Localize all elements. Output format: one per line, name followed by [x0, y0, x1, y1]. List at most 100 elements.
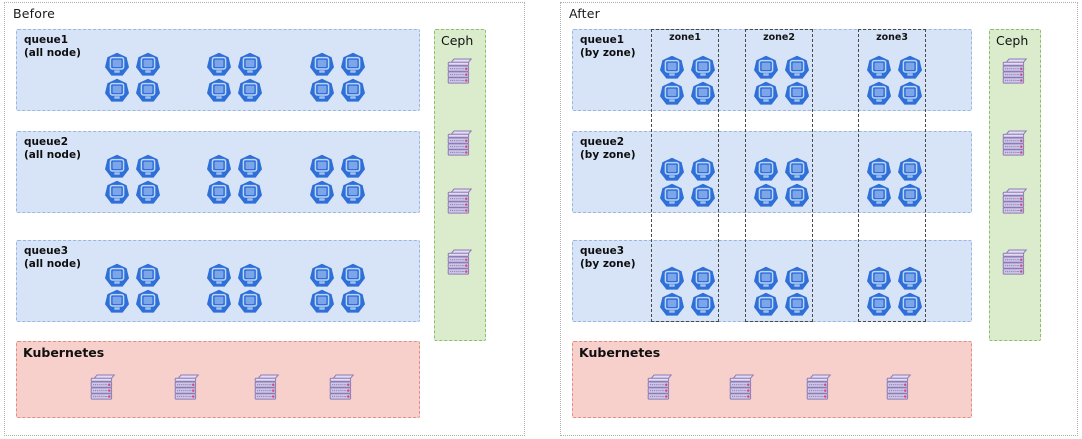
after-queue2-zone3-node-2[interactable] [897, 157, 923, 183]
after-queue1-zone3-node-4[interactable] [897, 81, 923, 107]
after-queue2-zone1-node-4[interactable] [690, 183, 716, 209]
after-queue1-zone2-node-4[interactable] [784, 81, 810, 107]
before-queue2-group1-node-4[interactable] [135, 180, 161, 206]
after-queue1-zone1-node-2[interactable] [690, 55, 716, 81]
before-queue3-group3-node-4[interactable] [340, 289, 366, 315]
before-queue2-group1-node-1[interactable] [104, 154, 130, 180]
after-queue2-zone1-node-2[interactable] [690, 157, 716, 183]
before-kubernetes-rack-3[interactable] [252, 371, 282, 403]
before-queue3-group2-node-3[interactable] [206, 289, 232, 315]
before-queue3-group2-node-1[interactable] [206, 263, 232, 289]
after-queue2-zone3-node-4[interactable] [897, 183, 923, 209]
before-queue3-group1-node-1[interactable] [104, 263, 130, 289]
after-queue2-zone2-node-4[interactable] [784, 183, 810, 209]
after-queue1-zone1-node-1[interactable] [659, 55, 685, 81]
before-queue1-mode: (all node) [24, 47, 81, 59]
before-queue1-group2-node-1[interactable] [206, 52, 232, 78]
before-queue1-group1-node-4[interactable] [135, 78, 161, 104]
after-kubernetes-rack-3[interactable] [804, 371, 834, 403]
before-ceph-rack-2[interactable] [445, 127, 475, 159]
after-queue3-zone1-node-3[interactable] [659, 292, 685, 318]
after-queue3-zone2-node-1[interactable] [753, 266, 779, 292]
before-kubernetes-rack-4[interactable] [327, 371, 357, 403]
after-queue3-zone2-node-2[interactable] [784, 266, 810, 292]
before-queue3-label: queue3(all node) [24, 245, 81, 271]
after-queue2-label: queue2(by zone) [580, 136, 636, 162]
before-ceph-rack-3[interactable] [445, 185, 475, 217]
before-queue3-name: queue3 [24, 245, 69, 257]
before-queue2-group1-node-2[interactable] [135, 154, 161, 180]
before-queue3-group1-node-3[interactable] [104, 289, 130, 315]
after-ceph-rack-1[interactable] [1000, 55, 1030, 87]
before-ceph-rack-4[interactable] [445, 246, 475, 278]
before-ceph-rack-1[interactable] [445, 55, 475, 87]
before-queue2-group3-node-1[interactable] [309, 154, 335, 180]
before-queue1-group3-node-4[interactable] [340, 78, 366, 104]
after-queue3-zone1-node-2[interactable] [690, 266, 716, 292]
after-queue3-zone2-node-4[interactable] [784, 292, 810, 318]
before-kubernetes-rack-2[interactable] [172, 371, 202, 403]
before-queue2-group3-node-2[interactable] [340, 154, 366, 180]
before-queue1-group3-node-3[interactable] [309, 78, 335, 104]
before-queue1-group2-node-4[interactable] [237, 78, 263, 104]
before-queue2-group3-node-3[interactable] [309, 180, 335, 206]
before-queue2-name: queue2 [24, 136, 69, 148]
after-queue3-zone3-node-2[interactable] [897, 266, 923, 292]
after-queue3-zone1-node-4[interactable] [690, 292, 716, 318]
before-ceph-panel[interactable]: Ceph [434, 29, 486, 341]
after-queue1-zone2-node-1[interactable] [753, 55, 779, 81]
after-queue2-zone1-node-1[interactable] [659, 157, 685, 183]
after-queue1-zone3-node-3[interactable] [866, 81, 892, 107]
after-queue1-zone1-node-4[interactable] [690, 81, 716, 107]
after-queue3-zone1-node-1[interactable] [659, 266, 685, 292]
after-queue1-zone3-node-2[interactable] [897, 55, 923, 81]
after-queue2-zone2-node-2[interactable] [784, 157, 810, 183]
before-queue3-group3-node-3[interactable] [309, 289, 335, 315]
after-kubernetes-rack-1[interactable] [645, 371, 675, 403]
before-queue1-group1-node-3[interactable] [104, 78, 130, 104]
after-queue1-zone1-node-3[interactable] [659, 81, 685, 107]
before-queue1-group1-node-1[interactable] [104, 52, 130, 78]
before-queue2-group1-node-3[interactable] [104, 180, 130, 206]
after-queue1-zone2-node-2[interactable] [784, 55, 810, 81]
after-kubernetes-rack-2[interactable] [727, 371, 757, 403]
before-queue1-group2-node-3[interactable] [206, 78, 232, 104]
after-queue2-zone1-node-3[interactable] [659, 183, 685, 209]
before-kubernetes-rack-1[interactable] [88, 371, 118, 403]
before-queue3-group3-node-1[interactable] [309, 263, 335, 289]
after-queue1-label: queue1(by zone) [580, 34, 636, 60]
before-queue2-group2-node-1[interactable] [206, 154, 232, 180]
after-queue2-zone3-node-1[interactable] [866, 157, 892, 183]
after-queue2-zone2-node-3[interactable] [753, 183, 779, 209]
after-queue2-zone3-node-3[interactable] [866, 183, 892, 209]
before-queue3-group2-node-2[interactable] [237, 263, 263, 289]
after-kubernetes-rack-4[interactable] [884, 371, 914, 403]
before-queue2-group2-node-3[interactable] [206, 180, 232, 206]
before-queue1-group3-node-1[interactable] [309, 52, 335, 78]
after-ceph-rack-4[interactable] [1000, 246, 1030, 278]
before-queue3-mode: (all node) [24, 258, 81, 270]
before-queue1-group3-node-2[interactable] [340, 52, 366, 78]
before-queue3-group3-node-2[interactable] [340, 263, 366, 289]
after-queue3-zone3-node-4[interactable] [897, 292, 923, 318]
after-queue3-zone2-node-3[interactable] [753, 292, 779, 318]
after-ceph-rack-3[interactable] [1000, 185, 1030, 217]
before-queue1-group2-node-2[interactable] [237, 52, 263, 78]
after-queue1-zone2-node-3[interactable] [753, 81, 779, 107]
after-queue3-zone3-node-1[interactable] [866, 266, 892, 292]
before-queue3-group1-node-4[interactable] [135, 289, 161, 315]
before-queue1-name: queue1 [24, 34, 69, 46]
before-queue2-group2-node-2[interactable] [237, 154, 263, 180]
after-queue3-zone3-node-3[interactable] [866, 292, 892, 318]
before-kubernetes-panel[interactable]: Kubernetes [16, 341, 420, 418]
before-queue2-group3-node-4[interactable] [340, 180, 366, 206]
after-ceph-rack-2[interactable] [1000, 127, 1030, 159]
after-queue1-zone3-node-1[interactable] [866, 55, 892, 81]
before-queue1-group1-node-2[interactable] [135, 52, 161, 78]
before-queue3-group2-node-4[interactable] [237, 289, 263, 315]
after-queue2-zone2-node-1[interactable] [753, 157, 779, 183]
after-ceph-label: Ceph [996, 33, 1029, 48]
before-queue3-group1-node-2[interactable] [135, 263, 161, 289]
before-queue2-group2-node-4[interactable] [237, 180, 263, 206]
